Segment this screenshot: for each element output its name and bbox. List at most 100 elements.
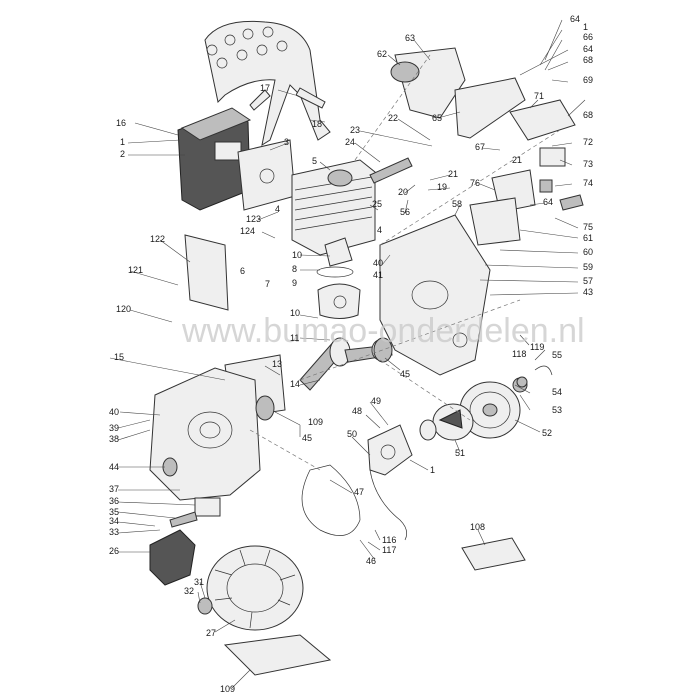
callout-label: 43 xyxy=(583,287,593,297)
callout-label: 31 xyxy=(194,577,204,587)
callout-label: 4 xyxy=(275,204,280,214)
piston xyxy=(317,283,361,319)
callout-label: 34 xyxy=(109,516,119,526)
callout-label: 40 xyxy=(109,407,119,417)
callout-label: 41 xyxy=(373,270,383,280)
callout-label: 75 xyxy=(583,222,593,232)
assembly-line xyxy=(379,359,471,421)
callout-label: 21 xyxy=(512,155,522,165)
callout-label: 47 xyxy=(354,487,364,497)
callout-label: 32 xyxy=(184,586,194,596)
piston-ring xyxy=(316,266,354,278)
crankshaft xyxy=(299,337,393,391)
callout-label: 67 xyxy=(475,142,485,152)
callout-label: 71 xyxy=(534,91,544,101)
callout-label: 21 xyxy=(448,169,458,179)
callout-label: 64 xyxy=(543,197,553,207)
muffler xyxy=(177,107,252,211)
callout-label: 3 xyxy=(284,137,289,147)
callout-label: 52 xyxy=(542,428,552,438)
baffle-plate xyxy=(469,197,521,246)
bearing-left xyxy=(255,395,275,421)
callout-label: 54 xyxy=(552,387,562,397)
callout-label: 120 xyxy=(116,304,131,314)
callout-label: 50 xyxy=(347,429,357,439)
callout-label: 4 xyxy=(377,225,382,235)
callout-label: 48 xyxy=(352,406,362,416)
callout-label: 68 xyxy=(583,55,593,65)
callout-label: 44 xyxy=(109,462,119,472)
leader-lines xyxy=(109,19,586,689)
callout-label: 74 xyxy=(583,178,593,188)
callout-label: 5 xyxy=(312,156,317,166)
callout-label: 24 xyxy=(345,137,355,147)
callout-label: 57 xyxy=(583,276,593,286)
callout-label: 8 xyxy=(292,264,297,274)
callout-label: 7 xyxy=(265,279,270,289)
callout-label: 68 xyxy=(583,110,593,120)
nut-32 xyxy=(197,597,213,615)
callout-label: 55 xyxy=(552,350,562,360)
ignition-coil xyxy=(149,529,196,586)
throttle-lever xyxy=(559,194,584,211)
crankcase-left xyxy=(149,367,261,501)
flywheel xyxy=(206,545,304,631)
callout-label: 64 xyxy=(570,14,580,24)
assembly-line xyxy=(354,54,431,161)
washer xyxy=(419,419,437,441)
callout-label: 109 xyxy=(308,417,323,427)
spring-53 xyxy=(516,376,528,388)
callout-label: 64 xyxy=(583,44,593,54)
air-filter-plate xyxy=(509,99,576,141)
callout-label: 116 xyxy=(382,535,396,545)
callout-label: 19 xyxy=(437,182,447,192)
callout-labels: 64 1 66 64 68 69 68 63 62 17 16 18 1 2 3… xyxy=(109,14,593,694)
filter-cup xyxy=(539,147,566,167)
callout-label: 17 xyxy=(260,83,270,93)
callout-label: 46 xyxy=(366,556,376,566)
spring-clip xyxy=(534,365,553,376)
callout-label: 56 xyxy=(400,207,410,217)
callout-label: 108 xyxy=(470,522,485,532)
callout-label: 117 xyxy=(382,545,396,555)
callout-label: 40 xyxy=(373,258,383,268)
side-gasket xyxy=(184,234,229,311)
callout-label: 65 xyxy=(432,113,442,123)
callout-label: 11 xyxy=(290,333,299,343)
crankcase-right xyxy=(379,214,491,376)
callout-label: 72 xyxy=(583,137,593,147)
callout-label: 62 xyxy=(377,49,387,59)
callout-label: 20 xyxy=(398,187,408,197)
callout-label: 122 xyxy=(150,234,165,244)
oil-hose xyxy=(369,469,407,541)
callout-label: 51 xyxy=(455,448,465,458)
carb-bracket xyxy=(454,77,526,139)
callout-label: 61 xyxy=(583,233,593,243)
callout-label: 1 xyxy=(430,465,435,475)
seal xyxy=(162,457,178,477)
callout-label: 9 xyxy=(292,278,297,288)
spark-plug xyxy=(369,157,413,184)
callout-label: 118 xyxy=(512,349,526,359)
callout-label: 59 xyxy=(583,262,593,272)
callout-label: 66 xyxy=(583,32,593,42)
callout-label: 33 xyxy=(109,527,119,537)
callout-label: 73 xyxy=(583,159,593,169)
bolt-35 xyxy=(169,511,198,528)
callout-label: 45 xyxy=(400,369,410,379)
callout-label: 53 xyxy=(552,405,562,415)
callout-label: 124 xyxy=(240,226,255,236)
muffler-gasket xyxy=(237,139,296,211)
callout-label: 49 xyxy=(371,396,381,406)
callout-label: 109 xyxy=(220,684,235,694)
clutch xyxy=(432,403,474,441)
callout-label: 60 xyxy=(583,247,593,257)
callout-label: 18 xyxy=(312,119,322,129)
callout-label: 63 xyxy=(405,33,415,43)
callout-label: 22 xyxy=(388,113,398,123)
callout-label: 26 xyxy=(109,546,119,556)
gasket-set-108 xyxy=(461,537,526,571)
callout-label: 58 xyxy=(452,199,462,209)
callout-label: 119 xyxy=(530,342,544,352)
callout-label: 123 xyxy=(246,214,261,224)
